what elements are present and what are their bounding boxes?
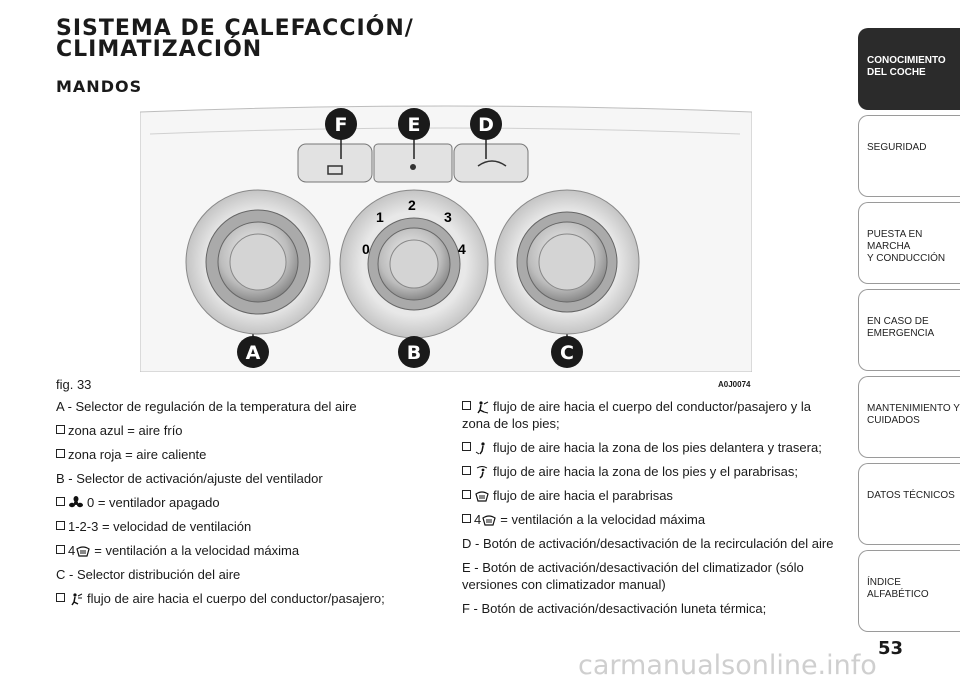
dial-number: 3: [444, 209, 452, 225]
list-item: 0 = ventilador apagado: [56, 494, 436, 511]
left-column: A - Selector de regulación de la tempera…: [56, 398, 436, 614]
face-feet-vent-icon: [477, 401, 489, 414]
checkbox-bullet-icon: [462, 490, 471, 499]
callout-f: F: [335, 114, 348, 136]
page-title: SISTEMA DE CALEFACCIÓN/ CLIMATIZACIÓN: [56, 16, 414, 62]
title-line-2: CLIMATIZACIÓN: [56, 37, 263, 62]
list-item: 4= ventilación a la velocidad máxima: [462, 511, 842, 528]
checkbox-bullet-icon: [462, 442, 471, 451]
list-item: 4= ventilación a la velocidad máxima: [56, 542, 436, 559]
figure-caption: fig. 33: [56, 377, 92, 392]
list-item: zona azul = aire frío: [56, 422, 436, 439]
list-item: flujo de aire hacia el parabrisas: [462, 487, 842, 504]
checkbox-bullet-icon: [56, 449, 65, 458]
callout-c: C: [560, 342, 574, 364]
figure-code: A0J0074: [718, 380, 751, 389]
checkbox-bullet-icon: [56, 425, 65, 434]
page-number: 53: [878, 638, 904, 659]
dial-number: 0: [362, 241, 370, 257]
callout-e: E: [408, 114, 421, 136]
fan-icon: [69, 496, 83, 508]
watermark: carmanualsonline.info: [578, 650, 877, 681]
checkbox-bullet-icon: [56, 497, 65, 506]
dial-b: [339, 189, 489, 339]
climate-panel-figure: 0 1 2 3 4 F E D A B C: [140, 105, 752, 372]
feet-windshield-vent-icon: [476, 466, 488, 479]
text-line: B - Selector de activación/ajuste del ve…: [56, 471, 323, 486]
checkbox-bullet-icon: [56, 521, 65, 530]
list-item: flujo de aire hacia el cuerpo del conduc…: [56, 590, 436, 607]
button-strip: [297, 143, 529, 183]
title-line-1: SISTEMA DE CALEFACCIÓN/: [56, 16, 414, 41]
callout-b: B: [407, 342, 421, 364]
windshield-icon: [76, 546, 90, 557]
callout-d: D: [478, 114, 494, 136]
text-line: D - Botón de activación/desactivación de…: [462, 536, 834, 551]
feet-vent-icon: [475, 442, 485, 455]
text-line: F - Botón de activación/desactivación lu…: [462, 601, 767, 616]
list-item: 1-2-3 = velocidad de ventilación: [56, 518, 436, 535]
text-line: A - Selector de regulación de la tempera…: [56, 399, 357, 414]
right-column: flujo de aire hacia el cuerpo del conduc…: [462, 398, 842, 624]
dial-number: 1: [376, 209, 384, 225]
checkbox-bullet-icon: [56, 593, 65, 602]
callout-a: A: [246, 342, 261, 364]
dial-number: 4: [458, 241, 466, 257]
checkbox-bullet-icon: [462, 466, 471, 475]
text-line: E - Botón de activación/desactivación de…: [462, 560, 804, 592]
dial-c: [494, 189, 640, 335]
face-vent-icon: [71, 593, 83, 606]
tab-indice-alfabetico[interactable]: ÍNDICE ALFABÉTICO: [858, 550, 960, 632]
text-line: C - Selector distribución del aire: [56, 567, 241, 582]
windshield-icon: [475, 491, 489, 502]
dial-a: [185, 189, 331, 335]
list-item: zona roja = aire caliente: [56, 446, 436, 463]
dial-number: 2: [408, 197, 416, 213]
checkbox-bullet-icon: [56, 545, 65, 554]
list-item: flujo de aire hacia la zona de los pies …: [462, 463, 842, 480]
section-subtitle: MANDOS: [56, 77, 143, 96]
checkbox-bullet-icon: [462, 514, 471, 523]
checkbox-bullet-icon: [462, 401, 471, 410]
windshield-icon: [482, 515, 496, 526]
list-item: flujo de aire hacia la zona de los pies …: [462, 439, 842, 456]
list-item: flujo de aire hacia el cuerpo del conduc…: [462, 399, 811, 431]
tab-seguridad[interactable]: SEGURIDAD: [858, 115, 960, 197]
tab-datos-tecnicos[interactable]: DATOS TÉCNICOS: [858, 463, 960, 545]
